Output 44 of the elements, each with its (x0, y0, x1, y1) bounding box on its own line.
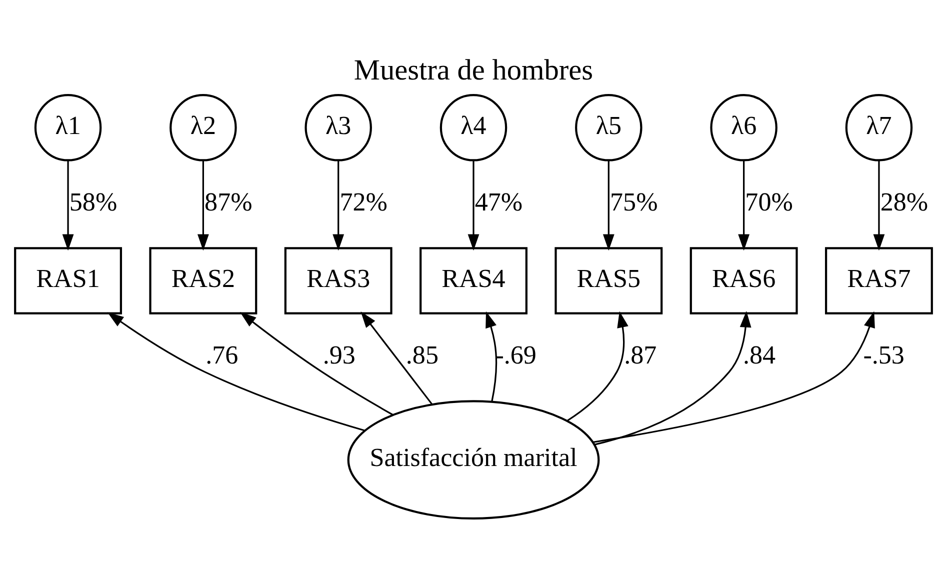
edge-label: 47% (474, 187, 523, 216)
edge-label: .85 (406, 340, 438, 370)
arrow (486, 311, 498, 402)
node-circle: λ7 (845, 94, 913, 162)
arrow (566, 311, 628, 422)
arrow (240, 312, 394, 416)
edge-label: 58% (69, 187, 118, 216)
node-circle: λ6 (710, 94, 778, 162)
node-circle: λ5 (575, 94, 642, 162)
arrow (594, 310, 752, 446)
node-box: RAS6 (690, 247, 798, 314)
node-box: RAS4 (420, 247, 528, 314)
edge-label: 28% (880, 187, 928, 216)
arrow (197, 160, 209, 251)
arrow (873, 160, 885, 251)
arrow (602, 160, 614, 251)
edge-label: .93 (322, 340, 356, 370)
node-box: RAS5 (554, 247, 663, 314)
node-circle: λ2 (170, 94, 237, 162)
edge-label: .87 (624, 340, 657, 370)
arrow (332, 160, 344, 251)
arrow (360, 311, 432, 405)
node-ellipse: Satisfacción marital (347, 400, 600, 520)
node-box: RAS1 (14, 247, 122, 314)
arrow (107, 312, 366, 432)
node-box: RAS3 (284, 247, 392, 314)
edge-label: -.53 (863, 340, 904, 370)
arrow (62, 160, 74, 251)
node-box: RAS7 (824, 247, 933, 314)
edge-label: 75% (610, 187, 658, 216)
node-circle: λ4 (440, 94, 508, 162)
edge-label: .76 (206, 340, 238, 370)
diagram-title: Muestra de hombres (354, 54, 594, 86)
edge-label: .84 (743, 340, 776, 370)
arrow (592, 311, 875, 444)
node-box: RAS2 (149, 247, 258, 314)
node-circle: λ3 (304, 94, 372, 162)
arrow (738, 160, 750, 251)
edge-label: -.69 (495, 340, 536, 370)
edge-label: 87% (204, 187, 252, 216)
node-circle: λ1 (34, 94, 102, 162)
edge-label: 72% (340, 187, 388, 216)
arrow (468, 160, 480, 251)
edge-label: 70% (745, 187, 793, 216)
